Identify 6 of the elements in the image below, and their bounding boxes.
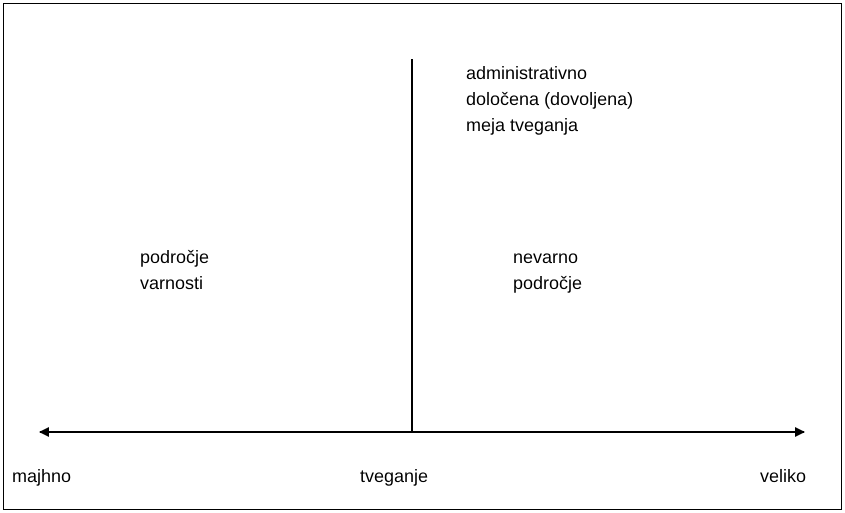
text-label: tveganje: [360, 465, 430, 488]
text-label: področje varnosti: [140, 246, 210, 295]
text-label: administrativno določena (dovoljena) meja tveganja: [466, 62, 634, 137]
text-label: nevarno področje: [513, 246, 584, 295]
text-label: majhno: [12, 465, 72, 488]
text-label: veliko: [760, 465, 808, 488]
